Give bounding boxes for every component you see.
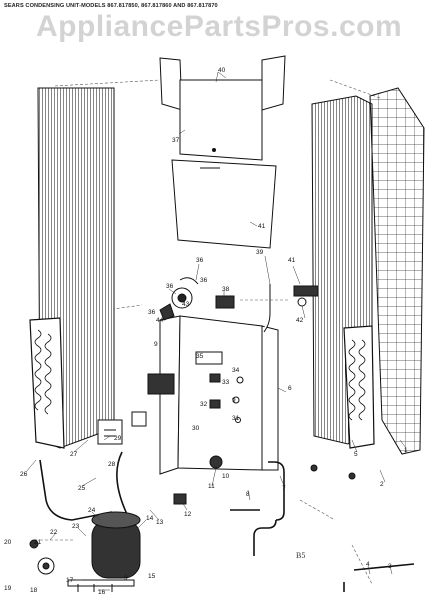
part-number-labels: 40 37 41 36 36 36 38 39 41 42 43 44 36 3…	[4, 67, 408, 596]
coil-guard-grille	[369, 87, 425, 455]
part-label: 25	[78, 485, 86, 492]
control-box	[159, 315, 279, 475]
watermark: AppliancePartsPros.com	[36, 10, 403, 43]
leader-lines	[25, 71, 407, 591]
part-label: 20	[4, 539, 12, 546]
compressor	[29, 511, 141, 592]
top-cover-panel	[159, 55, 286, 161]
part-label: 2	[380, 481, 384, 488]
part-label: 6	[288, 385, 292, 392]
part-label: 9	[232, 397, 236, 404]
right-condenser-coil	[311, 95, 375, 449]
part-label: 15	[148, 573, 156, 580]
part-label: 18	[30, 587, 38, 594]
part-label: 7	[282, 485, 286, 492]
part-label: 12	[184, 511, 192, 518]
part-label: 29	[114, 435, 122, 442]
part-label: 4	[366, 561, 370, 568]
part-label: 36	[200, 277, 208, 284]
part-label: 22	[50, 529, 58, 536]
fan-guard-hardware	[263, 284, 356, 480]
part-label: 39	[256, 249, 264, 256]
part-label: 31	[232, 415, 240, 422]
part-label: 41	[258, 223, 266, 230]
part-label: 23	[72, 523, 80, 530]
part-label: 8	[246, 491, 250, 498]
part-label: 35	[196, 353, 204, 360]
part-label: 17	[66, 577, 74, 584]
part-label: 40	[218, 67, 226, 74]
part-label: 42	[296, 317, 304, 324]
part-label: 30	[192, 425, 200, 432]
part-label: 27	[70, 451, 78, 458]
capacitor-and-relay	[97, 373, 223, 505]
diagram-code: B5	[296, 551, 306, 560]
service-panel	[171, 159, 277, 249]
fan-motor-assembly	[159, 277, 235, 321]
part-label: 38	[222, 286, 230, 293]
part-label: 37	[172, 137, 180, 144]
part-label: 5	[354, 451, 358, 458]
left-condenser-coil	[29, 87, 115, 449]
diagram-title: SEARS CONDENSING UNIT-MODELS 867.817850,…	[4, 3, 218, 9]
part-label: 41	[288, 257, 296, 264]
part-label: 1	[404, 447, 408, 454]
assembly-guide-lines	[40, 79, 381, 585]
part-label: 19	[4, 585, 12, 592]
part-label: 36	[148, 309, 156, 316]
part-label: 34	[232, 367, 240, 374]
part-label: 24	[88, 507, 96, 514]
part-label: 14	[146, 515, 154, 522]
part-label: 21	[34, 539, 42, 546]
part-label: 28	[108, 461, 116, 468]
part-label: 36	[166, 283, 174, 290]
part-label: 13	[156, 519, 164, 526]
part-label: 26	[20, 471, 28, 478]
part-label: 3	[388, 563, 392, 570]
part-label: 9	[154, 341, 158, 348]
part-label: 36	[196, 257, 204, 264]
part-label: 32	[200, 401, 208, 408]
part-label: 33	[222, 379, 230, 386]
refrigerant-lines	[39, 451, 415, 592]
part-label: 9	[124, 575, 128, 582]
part-label: 16	[98, 589, 106, 596]
part-label: 11	[208, 483, 215, 490]
part-label: 44	[156, 317, 164, 324]
part-label: 43	[182, 301, 190, 308]
part-label: 10	[222, 473, 230, 480]
